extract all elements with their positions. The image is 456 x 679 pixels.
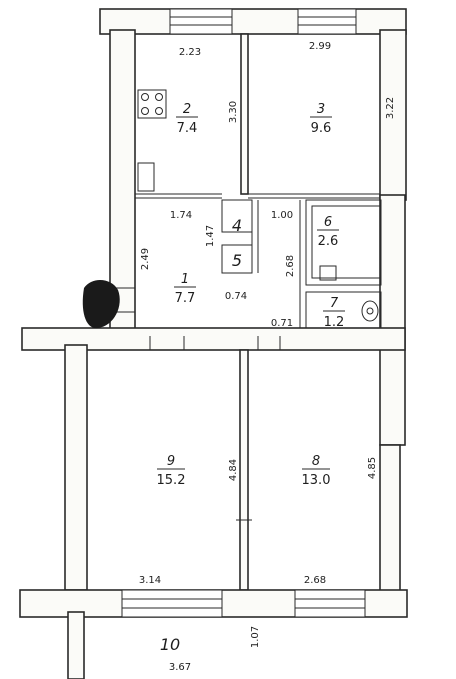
room-6-number: 6	[324, 215, 332, 230]
walls	[19, 8, 408, 679]
dim-hall-closet: 1.47	[205, 225, 216, 247]
dim-hall-left: 1.74	[170, 210, 192, 221]
dimension-labels: 2.23 2.99 3.30 3.22 1.74 1.47 1.00 2.49 …	[139, 41, 396, 673]
dim-balcony-depth: 1.07	[250, 626, 261, 648]
wall-left-lower	[64, 344, 88, 591]
wall-middle	[21, 327, 406, 351]
room-8-area: 13.0	[302, 473, 331, 488]
bathtub	[311, 205, 381, 279]
partitions	[110, 89, 382, 521]
sink-icon	[319, 265, 337, 281]
wall-right-lower	[379, 194, 406, 446]
toilet-icon	[361, 300, 379, 322]
wall-partition-8-9	[239, 349, 249, 591]
wall-top	[99, 8, 407, 35]
wall-right-low	[379, 444, 401, 596]
room-6-area: 2.6	[318, 234, 339, 249]
smudge-mark	[82, 279, 120, 329]
kitchen-sink-icon	[137, 162, 155, 192]
dim-room3-width: 2.99	[309, 41, 331, 52]
room-7-number: 7	[330, 296, 339, 311]
room-5-number: 5	[232, 251, 242, 270]
dim-room3-depth: 3.22	[385, 97, 396, 119]
window-bottom-left	[121, 589, 223, 618]
dim-closet-width: 1.00	[271, 210, 293, 221]
room-8-number: 8	[312, 454, 320, 469]
room-9-area: 15.2	[157, 473, 186, 488]
wall-partition-2-3	[240, 33, 249, 195]
room-3-area: 9.6	[311, 121, 332, 136]
room-2-area: 7.4	[177, 121, 198, 136]
windows-top	[169, 8, 357, 35]
stove-icon	[137, 89, 167, 119]
dim-room8-width: 2.68	[304, 575, 326, 586]
wall-balcony-left	[67, 611, 85, 679]
room-7-area: 1.2	[324, 315, 345, 330]
window-top-left	[169, 8, 233, 35]
windows-bottom	[121, 589, 366, 618]
room-4-number: 4	[232, 216, 242, 235]
room-3-number: 3	[317, 102, 325, 117]
room-9-number: 9	[167, 454, 175, 469]
room-labels: 1 7.7 2 7.4 3 9.6 4 5 6 2.6 7 1.2 8 13.0…	[157, 102, 345, 654]
dim-room9-width: 3.14	[139, 575, 161, 586]
window-bottom-right	[294, 589, 366, 618]
wall-left-upper	[109, 29, 136, 331]
dim-balcony-width: 3.67	[169, 662, 191, 673]
room-1-number: 1	[181, 272, 189, 287]
dim-wc-width: 0.71	[271, 318, 293, 329]
room-1-area: 7.7	[175, 291, 196, 306]
dim-hall-width: 0.74	[225, 291, 247, 302]
dim-bath-depth: 2.68	[285, 255, 296, 277]
dim-hall-depth: 2.49	[140, 248, 151, 270]
dim-room2-width: 2.23	[179, 47, 201, 58]
dim-room8-depth: 4.85	[367, 457, 378, 479]
window-top-right	[297, 8, 357, 35]
dim-room9-depth: 4.84	[228, 459, 239, 481]
room-2-number: 2	[183, 102, 191, 117]
dim-room2-depth: 3.30	[228, 101, 239, 123]
room-10-number: 10	[160, 635, 180, 654]
